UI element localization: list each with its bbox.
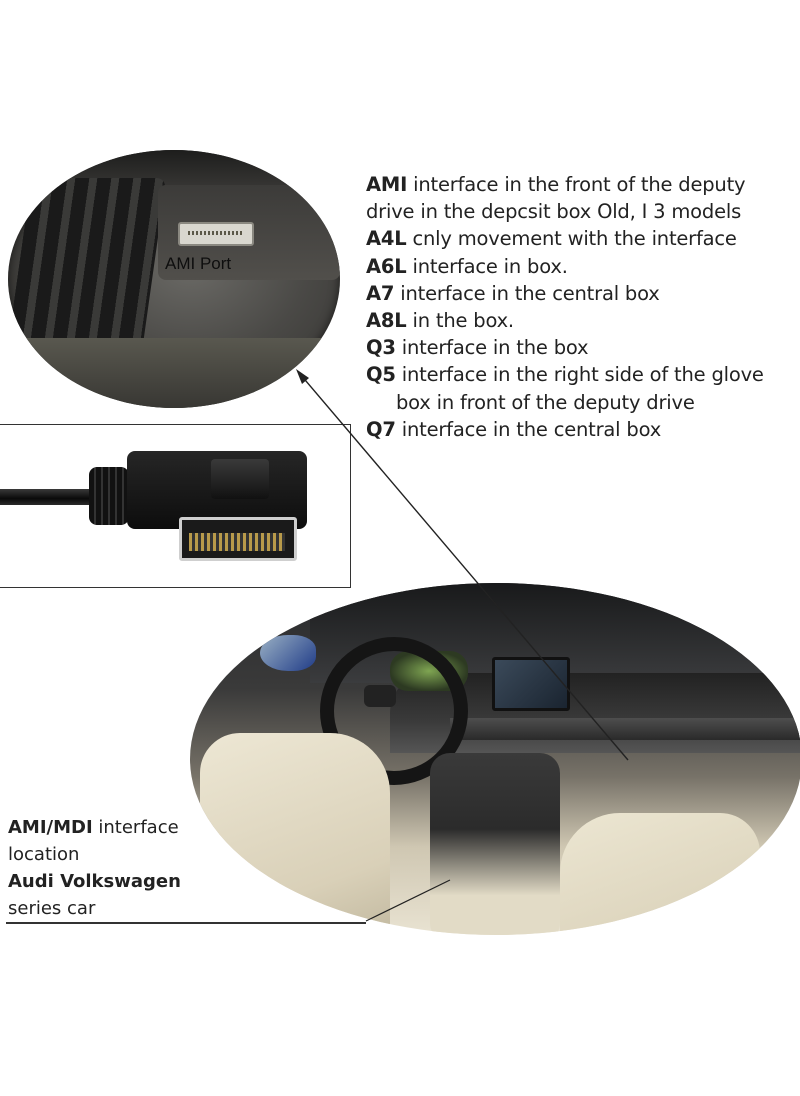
list-item: Q3 interface in the box: [366, 336, 589, 360]
model-interface-list: AMI interface in the front of the deputy…: [366, 171, 796, 443]
connector-clip: [211, 459, 269, 499]
list-item: AMI interface in the front of the deputy: [366, 173, 746, 196]
list-item: A8L in the box.: [366, 309, 514, 333]
photo-infotainment-screen: [492, 657, 570, 711]
list-item: A4L cnly movement with the interface: [366, 227, 737, 251]
list-item: Q7 interface in the central box: [366, 417, 662, 441]
list-item: drive in the depcsit box Old, I 3 models: [366, 200, 742, 224]
connector-cable: [0, 489, 114, 505]
photo-dash-trim: [450, 718, 800, 740]
ami-port-label: AMI Port: [165, 254, 232, 273]
photo-driver-seat: [200, 733, 390, 935]
ami-port-photo: [8, 150, 340, 408]
ami-port-socket: [178, 222, 254, 246]
connector-strain-relief: [89, 467, 129, 525]
list-item: A7 interface in the central box: [366, 281, 660, 305]
car-interior-photo: [190, 583, 800, 935]
caption-line: Audi Volkswagen: [8, 871, 181, 892]
photo-panel-bottom: [8, 338, 340, 408]
caption-underline: [6, 922, 366, 924]
caption-line: AMI/MDI interface: [8, 817, 179, 838]
connector-pins: [189, 533, 285, 551]
ami-connector-illustration: [0, 424, 351, 588]
list-item: A6L interface in box.: [366, 254, 568, 278]
location-caption: AMI/MDI interface location Audi Volkswag…: [8, 814, 248, 922]
list-item: Q5 interface in the right side of the gl…: [366, 363, 764, 387]
list-item: box in front of the deputy drive: [396, 390, 695, 414]
photo-passenger-seat: [560, 813, 760, 935]
photo-side-mirror: [260, 635, 316, 671]
photo-center-console: [430, 753, 560, 935]
caption-line: series car: [8, 898, 96, 919]
caption-line: location: [8, 844, 80, 865]
